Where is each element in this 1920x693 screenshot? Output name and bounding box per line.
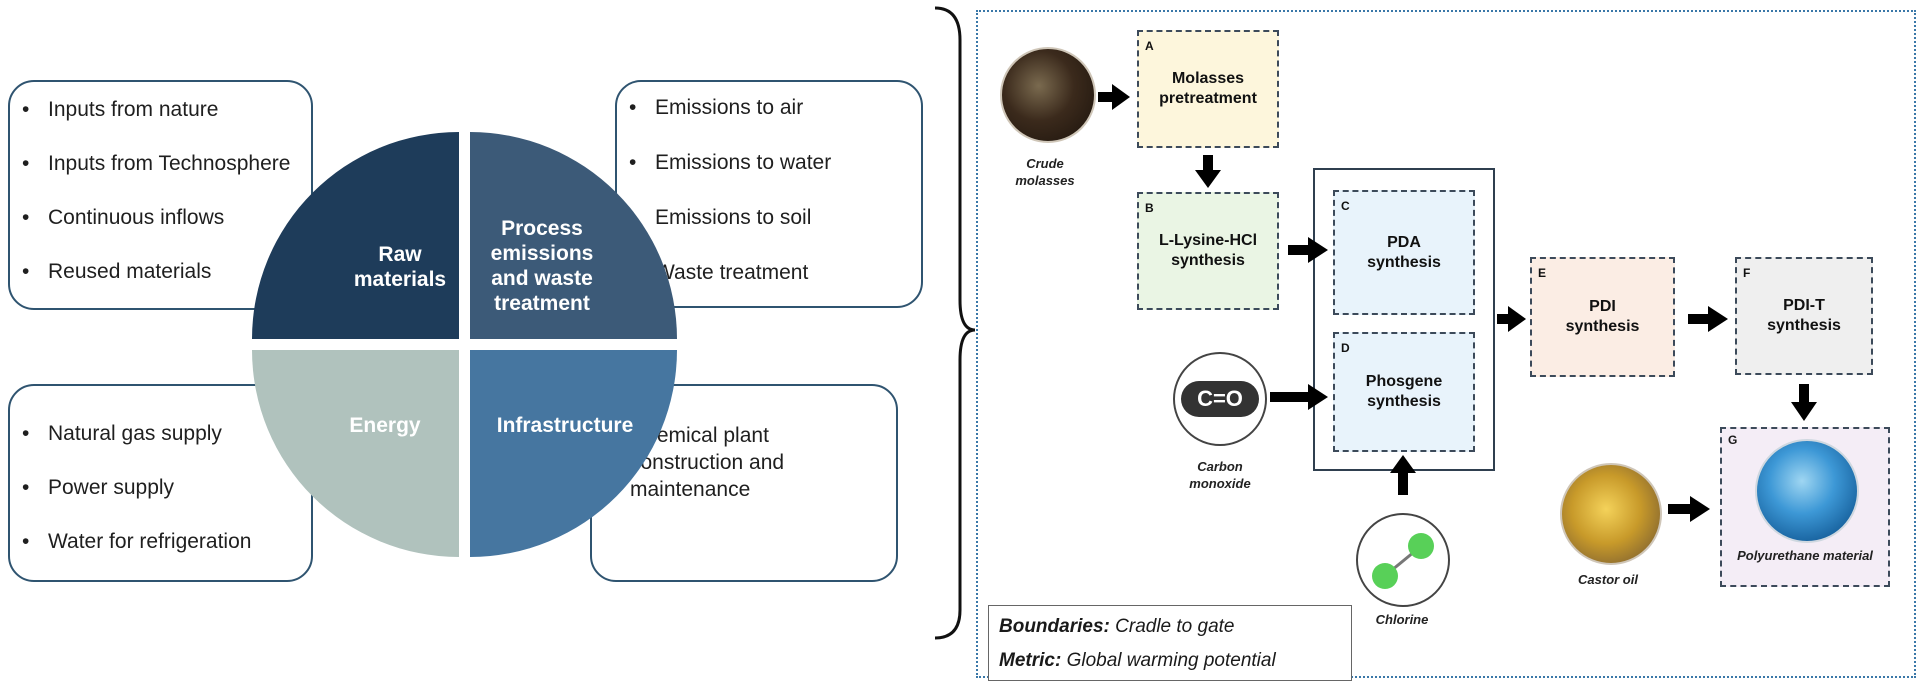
list-item: Power supply	[10, 476, 311, 500]
arrow	[1390, 455, 1416, 473]
process-flow-diagram	[976, 10, 1916, 678]
step-b-lysine-synthesis: B L-Lysine-HCl synthesis	[1137, 192, 1279, 310]
arrow	[1308, 237, 1328, 263]
polyurethane-image	[1755, 439, 1859, 543]
step-label: PDI-T synthesis	[1767, 297, 1841, 334]
arrow	[1508, 306, 1526, 332]
step-label: Phosgene synthesis	[1365, 373, 1443, 410]
chlorine-molecule-icon	[1372, 533, 1434, 589]
boundaries-row: Boundaries: Cradle to gate	[999, 610, 1341, 644]
arrow	[1195, 170, 1221, 188]
list-item: Inputs from Technosphere	[10, 152, 311, 176]
step-label: Molasses pretreatment	[1159, 70, 1257, 107]
arrow	[1203, 155, 1213, 172]
lca-wheel	[252, 132, 677, 557]
metric-row: Metric: Global warming potential	[999, 644, 1341, 678]
arrow	[1690, 496, 1710, 522]
step-tag: G	[1728, 433, 1738, 447]
metric-label: Metric:	[999, 650, 1062, 671]
raw-materials-list: Inputs from nature Inputs from Technosph…	[8, 80, 313, 310]
step-label: L-Lysine-HCl synthesis	[1158, 232, 1258, 269]
list-item: Inputs from nature	[10, 98, 311, 122]
list-item: Emissions to water	[617, 151, 921, 175]
arrow	[1112, 84, 1130, 110]
step-tag: C	[1341, 199, 1350, 213]
chlorine-caption: Chlorine	[1375, 612, 1429, 627]
step-tag: D	[1341, 341, 1350, 355]
list-item: Reused materials	[10, 260, 311, 284]
scope-legend: Boundaries: Cradle to gate Metric: Globa…	[988, 605, 1352, 681]
step-f-pdi-t-synthesis: F PDI-T synthesis	[1735, 257, 1873, 375]
energy-list: Natural gas supply Power supply Water fo…	[8, 384, 313, 582]
carbon-monoxide-image: C=O	[1173, 352, 1267, 446]
arrow	[1791, 402, 1817, 421]
list-item: Emissions to air	[617, 96, 921, 120]
castor-oil-caption: Castor oil	[1578, 572, 1638, 587]
step-tag: E	[1538, 266, 1547, 280]
energy-quadrant	[252, 350, 459, 557]
arrow	[1497, 314, 1511, 324]
step-label: PDI synthesis	[1565, 298, 1640, 335]
carbon-monoxide-caption: Carbon monoxide	[1189, 459, 1251, 491]
arrow	[1708, 306, 1728, 332]
infrastructure-quadrant	[470, 350, 677, 557]
arrow	[1270, 392, 1310, 402]
raw-materials-quadrant	[252, 132, 459, 339]
list-item: Chemical plant construction and maintena…	[592, 422, 800, 503]
arrow	[1308, 384, 1328, 410]
polyurethane-caption: Polyurethane material	[1737, 548, 1873, 563]
co-molecule-icon: C=O	[1181, 381, 1259, 417]
step-tag: B	[1145, 201, 1154, 215]
boundaries-value: Cradle to gate	[1115, 616, 1235, 637]
crude-molasses-image	[1000, 47, 1096, 143]
list-item: Water for refrigeration	[10, 530, 311, 554]
arrow	[1668, 504, 1692, 514]
arrow	[1799, 384, 1809, 404]
chlorine-image	[1356, 513, 1450, 607]
energy-label: Energy	[349, 414, 421, 437]
step-a-molasses-pretreatment: A Molasses pretreatment	[1137, 30, 1279, 148]
step-e-pdi-synthesis: E PDI synthesis	[1530, 257, 1675, 377]
infrastructure-list: Chemical plant construction and maintena…	[590, 384, 898, 582]
crude-molasses-caption: Crude molasses	[1015, 156, 1075, 188]
boundaries-label: Boundaries:	[999, 616, 1110, 637]
arrow	[1288, 245, 1310, 255]
arrow	[1398, 471, 1408, 495]
castor-oil-image	[1560, 463, 1662, 565]
list-item: Natural gas supply	[10, 422, 311, 446]
process-emissions-quadrant	[470, 132, 677, 339]
step-tag: F	[1743, 266, 1751, 280]
step-c-pda-synthesis: C PDA synthesis	[1333, 190, 1475, 315]
step-label: PDA synthesis	[1367, 233, 1441, 271]
arrow	[1688, 314, 1710, 324]
step-tag: A	[1145, 39, 1154, 53]
list-item: Continuous inflows	[10, 206, 311, 230]
curly-brace	[934, 6, 976, 640]
infrastructure-label: Infrastructure	[496, 414, 634, 437]
arrow	[1098, 92, 1114, 102]
raw-materials-label: Raw materials	[353, 243, 447, 291]
metric-value: Global warming potential	[1066, 650, 1276, 671]
process-emissions-label: Process emissions and waste treatment	[490, 217, 594, 315]
step-g-polyurethane-material: G Polyurethane material	[1720, 427, 1890, 587]
step-d-phosgene-synthesis: D Phosgene synthesis	[1333, 332, 1475, 452]
